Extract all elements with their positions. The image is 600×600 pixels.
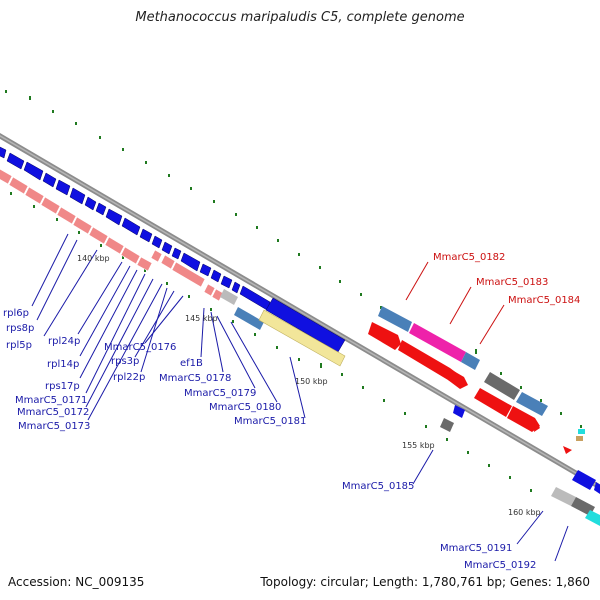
- gene-label: MmarC5_0173: [18, 421, 90, 432]
- inner-tick-track: [10, 192, 532, 492]
- genome-backbone: [0, 133, 600, 491]
- gene-label: rps3p: [111, 356, 139, 367]
- gene-label: MmarC5_0184: [508, 295, 580, 306]
- gene-label: MmarC5_0178: [159, 373, 231, 384]
- accession-text: Accession: NC_009135: [8, 575, 145, 589]
- gene-track: [0, 168, 224, 302]
- gene-label: rps8p: [6, 323, 34, 334]
- gene-label: MmarC5_0185: [342, 481, 414, 492]
- gene-label: MmarC5_0181: [234, 416, 306, 427]
- gene-label: MmarC5_0172: [17, 407, 89, 418]
- gene-label: rpl5p: [6, 340, 32, 351]
- gene-label: rps17p: [45, 381, 80, 392]
- gene-label: MmarC5_0182: [433, 252, 505, 263]
- gene-label: MmarC5_0192: [464, 560, 536, 571]
- tick-label: 150 kbp: [295, 377, 328, 386]
- gene-label: ef1B: [180, 358, 203, 369]
- map-title: Methanococcus maripaludis C5, complete g…: [135, 10, 465, 25]
- gene-labels: rpl6p rps8p rpl5p rpl24p rpl14p rps17p M…: [3, 308, 536, 571]
- gene-label: MmarC5_0179: [184, 388, 256, 399]
- forward-cds-track: [0, 146, 346, 353]
- leader-lines: [31, 233, 569, 562]
- gene-label: MmarC5_0183: [476, 277, 548, 288]
- gene-label: rpl14p: [47, 359, 79, 370]
- gene-label: rpl24p: [48, 336, 80, 347]
- scale-labels: 140 kbp 145 kbp 150 kbp 155 kbp 160 kbp: [77, 254, 541, 517]
- gene-label: MmarC5_0171: [15, 395, 87, 406]
- gene-label: MmarC5_0191: [440, 543, 512, 554]
- leader-lines-red: [405, 261, 505, 345]
- gene-label: rpl6p: [3, 308, 29, 319]
- gene-label: MmarC5_0180: [209, 402, 281, 413]
- right-cluster: [368, 306, 600, 526]
- tick-label: 155 kbp: [402, 441, 435, 450]
- gene-label: MmarC5_0176: [104, 342, 176, 353]
- gene-label: rpl22p: [113, 372, 145, 383]
- pseudo-gene-track: [220, 289, 346, 367]
- tick-label: 160 kbp: [508, 508, 541, 517]
- tick-label: 140 kbp: [77, 254, 110, 263]
- genome-summary: Topology: circular; Length: 1,780,761 bp…: [260, 575, 590, 589]
- gene-labels-red: MmarC5_0182 MmarC5_0183 MmarC5_0184: [433, 252, 580, 306]
- tick-label: 145 kbp: [185, 314, 218, 323]
